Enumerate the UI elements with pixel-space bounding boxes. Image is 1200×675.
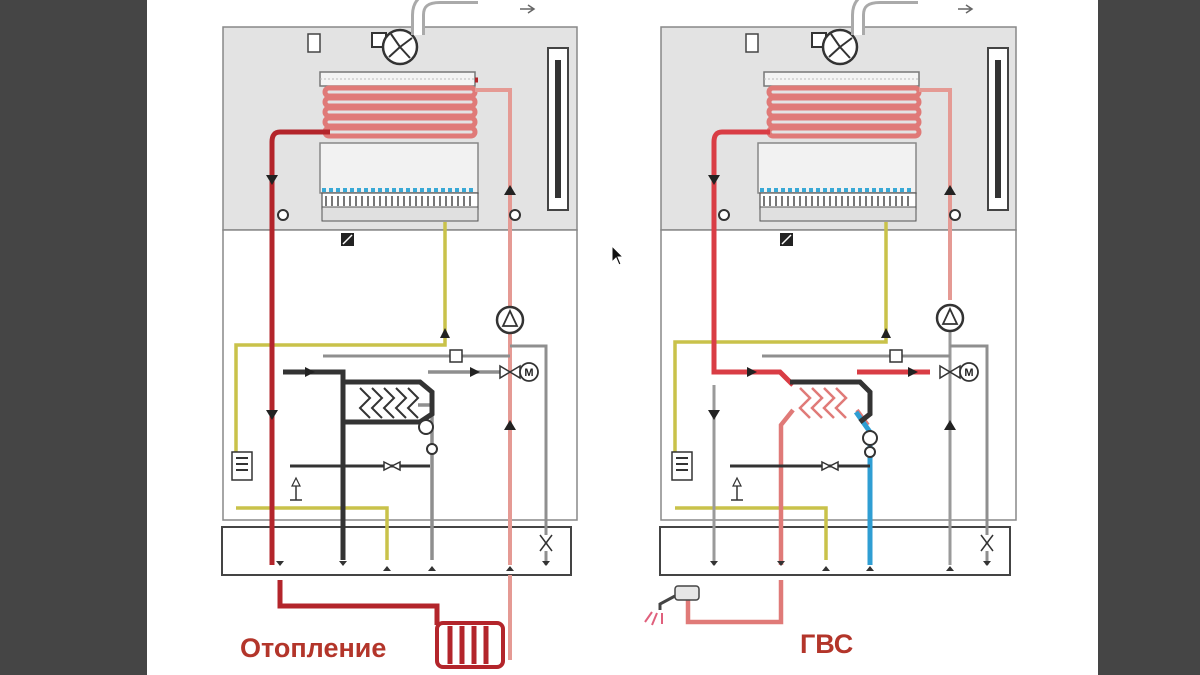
heating-supply-pipe [269,77,478,625]
pressure-switch-icon [745,33,759,53]
dhw-inlet-pipe [283,369,346,560]
valve-motor-label: M [524,367,533,379]
secondary-heat-exchanger [790,379,873,424]
heating-mode-diagram: M Отопление [221,0,578,669]
pressure-switch-icon [307,33,321,53]
secondary-heat-exchanger [342,379,435,425]
valve-motor-icon [519,362,539,382]
combustion-chamber [757,142,917,194]
valve-motor-label: M [964,367,973,379]
primary-heat-exchanger [763,71,922,139]
flow-sensor-icon [418,419,434,435]
drain-valve-icon [539,534,553,552]
gas-line [673,222,888,560]
gas-line [234,222,447,560]
gas-valve-icon [231,451,253,481]
valve-motor-icon [959,362,979,382]
exhaust-arrow-icon [958,4,974,14]
dhw-caption: ГВС [800,629,853,659]
combustion-chamber [319,142,479,194]
radiator-icon [435,621,505,669]
dhw-outlet-pipe [685,408,795,625]
drain-valve-icon [980,534,994,552]
dhw-mode-diagram: M ГВС [644,0,1017,659]
circulation-pump-icon [495,305,525,335]
exhaust-arrow-icon [520,4,536,14]
mouse-cursor-icon [611,244,625,266]
heating-return-pipe [475,88,512,660]
connection-bar [659,526,1011,576]
primary-return-pipe [919,88,952,300]
heating-caption: Отопление [240,633,386,663]
primary-heat-exchanger [319,71,478,139]
bypass-valve-icon [383,460,401,472]
flow-sensor-icon [862,430,878,446]
gas-valve-icon [671,451,693,481]
water-tap-icon [644,585,700,626]
circulation-pump-icon [935,303,965,333]
bypass-valve-icon [821,460,839,472]
connection-bar [221,526,572,576]
